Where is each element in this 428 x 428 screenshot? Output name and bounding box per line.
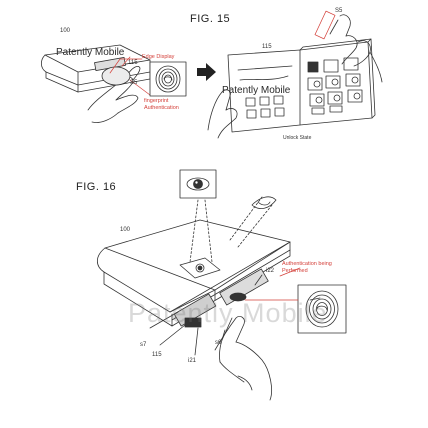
fig16-ref-121: i21	[188, 358, 197, 364]
fig15-arrow-icon	[197, 63, 216, 81]
fig16-eye-inset	[179, 169, 217, 199]
fig15-title: FIG. 15	[190, 13, 231, 25]
fig15-unlock-label: Unlock State	[283, 135, 312, 141]
fig16-fingerprint-inset	[297, 284, 347, 334]
fig16-eye-icon	[251, 196, 277, 210]
fig16-ref-122: i22	[266, 268, 275, 274]
fig16-ref-100: 100	[120, 227, 131, 233]
fig15-unfolded-device	[227, 38, 376, 133]
fig15-hands	[207, 14, 383, 139]
fig15-ref-115-left: 115	[128, 60, 138, 66]
fig16-auth-label: Authentication being Performed	[282, 261, 332, 275]
fig15-ref-s5-left: S5	[130, 80, 138, 86]
fig16-watermark: Patently Mobile	[128, 298, 328, 328]
fig16-drawing	[96, 169, 347, 401]
fig15-watermark-left: Patently Mobile	[56, 47, 125, 58]
fig16-ref-s6: s6	[215, 340, 222, 346]
fig16-hand	[214, 316, 272, 401]
fig15-ref-115-right: 115	[262, 44, 272, 50]
fig15-watermark-right: Patently Mobile	[222, 85, 291, 96]
fig16-title: FIG. 16	[76, 181, 117, 193]
fig16-folded-device	[96, 219, 291, 328]
fig15-fingerprint-label: fingerprint Authentication	[144, 98, 179, 112]
fig15-fingerprint-inset	[149, 61, 187, 97]
fig15-edge-display-label: Edge Display	[142, 54, 175, 60]
fig15-ref-s5-right: S5	[335, 8, 343, 14]
fig16-ref-s7: s7	[140, 342, 147, 348]
fig16-ref-115: 115	[152, 352, 162, 358]
fig15-ref-100: 100	[60, 28, 71, 34]
fig15-fingerprint-sensor	[101, 66, 131, 86]
